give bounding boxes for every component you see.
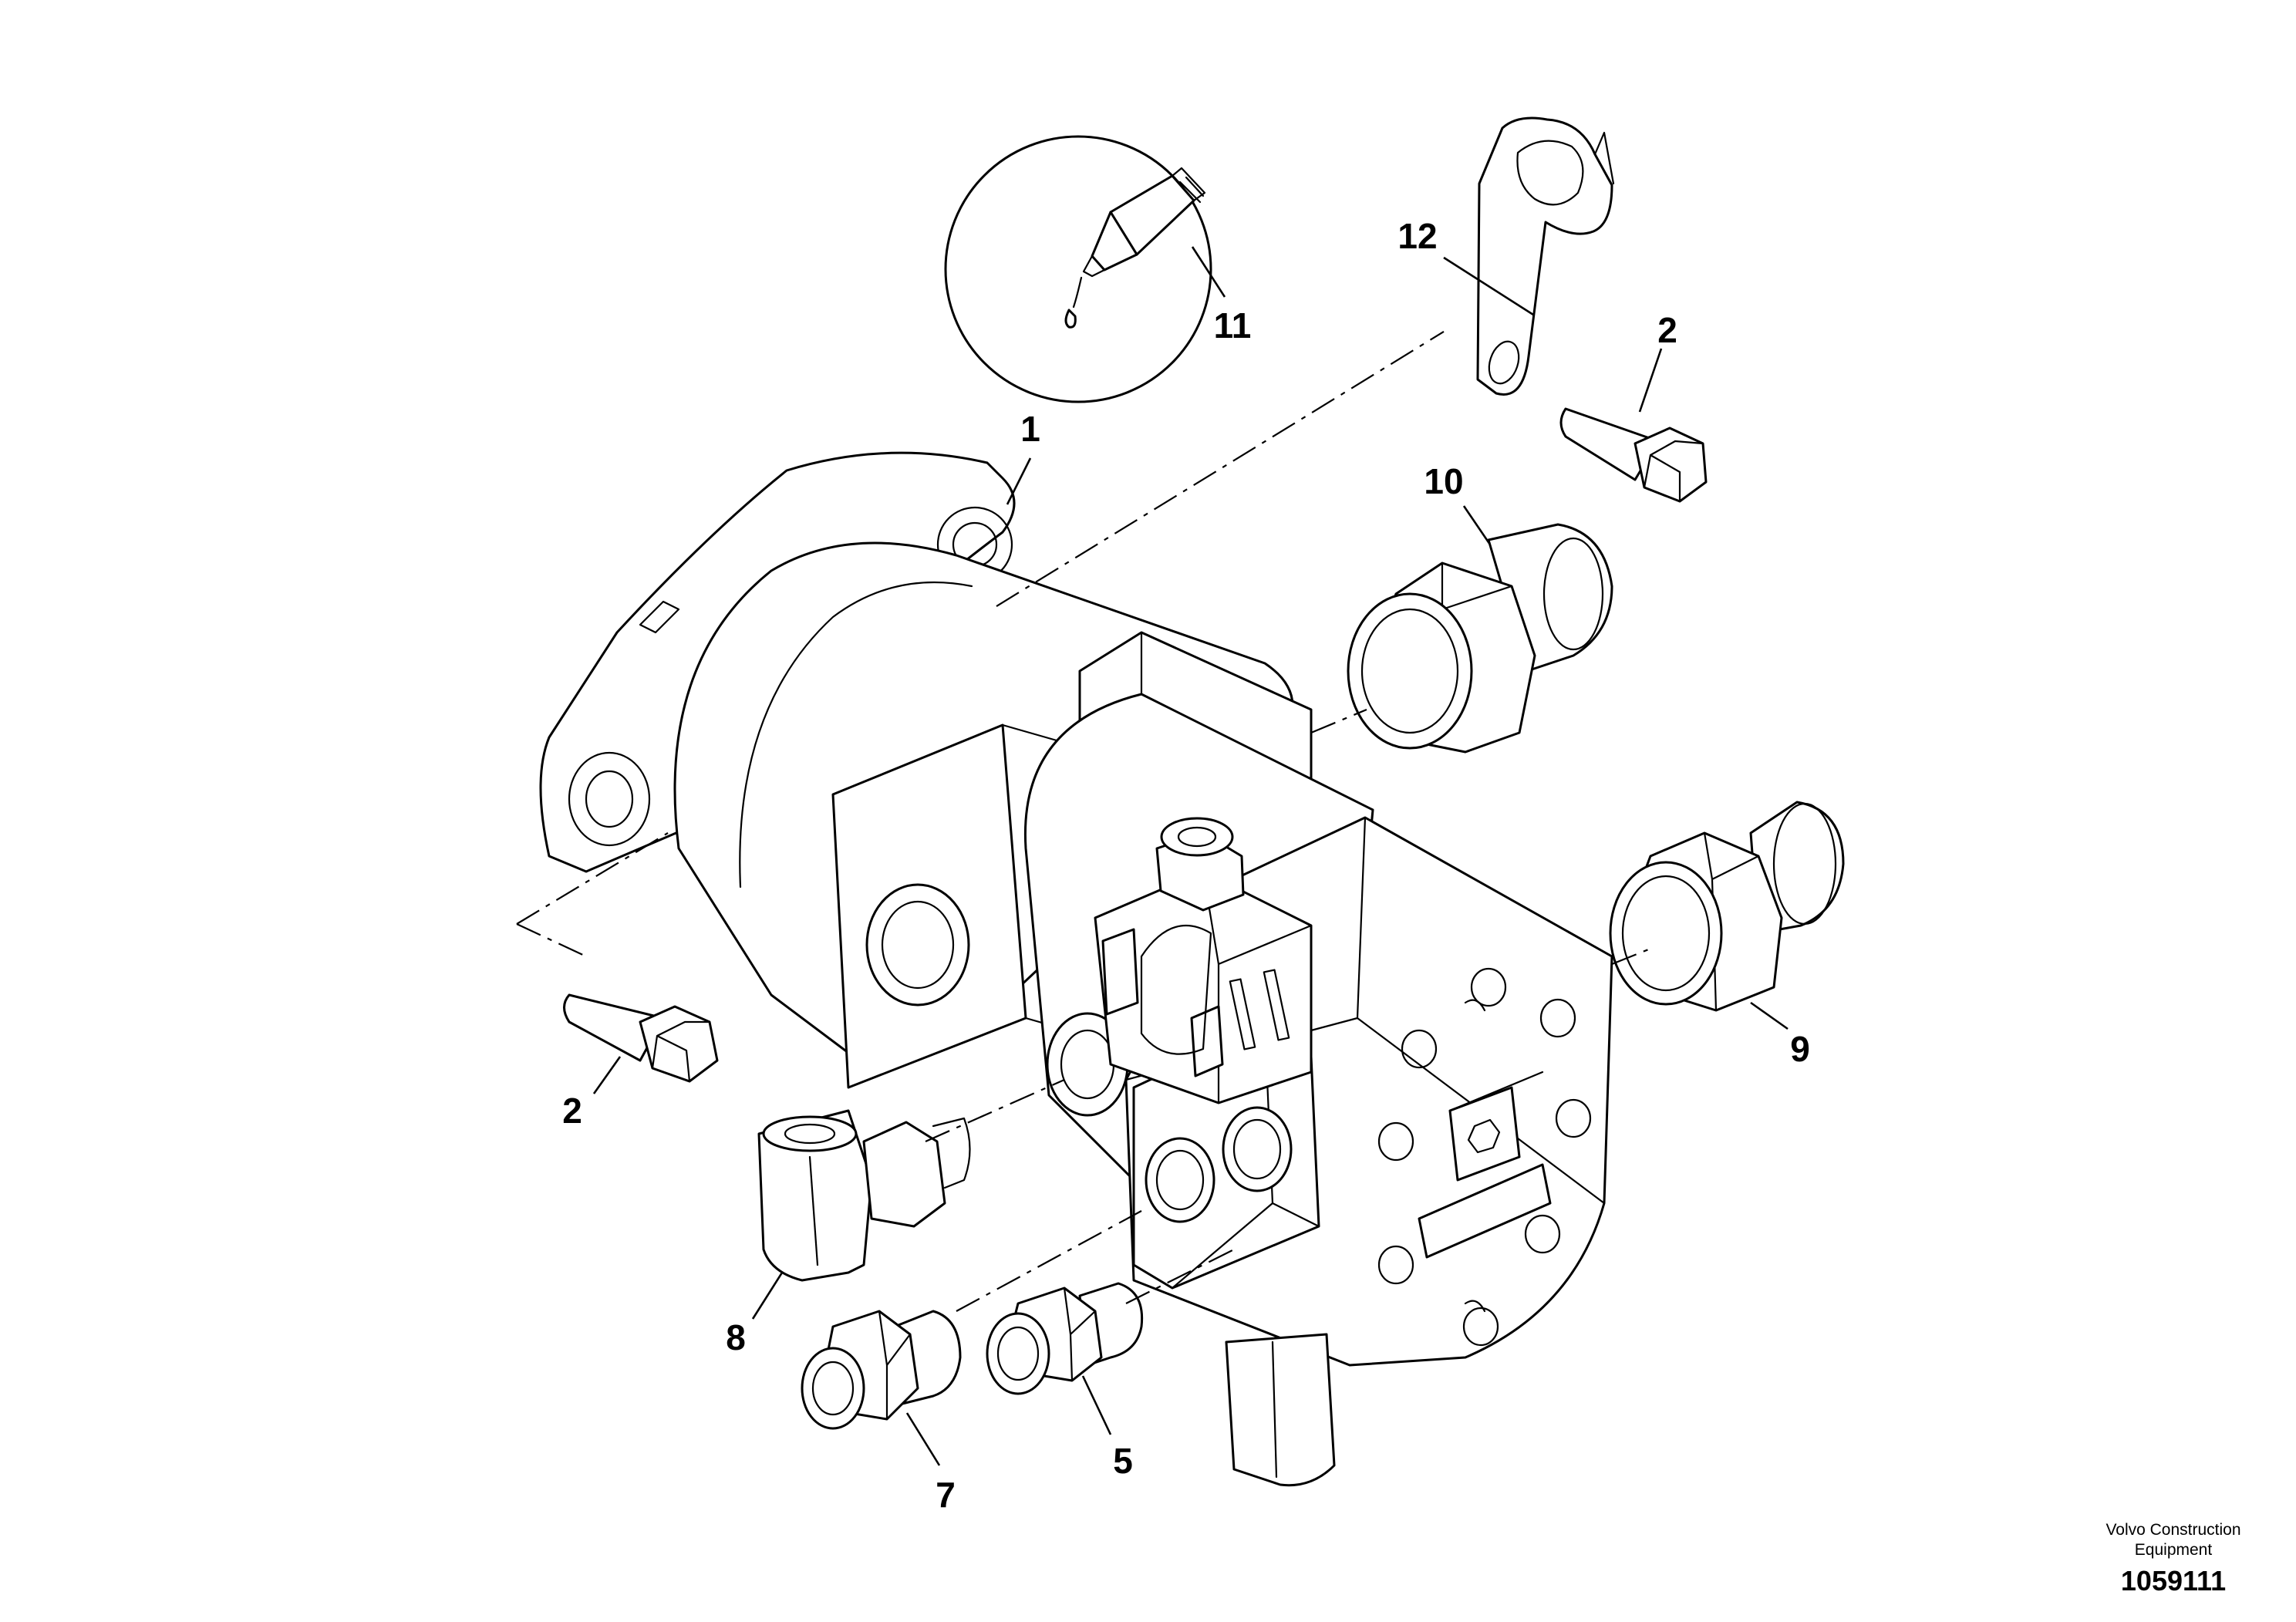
callout-7: 7: [936, 1475, 956, 1515]
credit-line-2: Equipment: [2135, 1541, 2213, 1559]
callout-12: 12: [1397, 216, 1437, 256]
straight-fitting-5: [986, 1282, 1144, 1395]
callout-1: 1: [1020, 409, 1040, 449]
bolt-bottom: [563, 993, 719, 1083]
pump-assembly: [539, 451, 1613, 1487]
credit-line-1: Volvo Construction: [2106, 1521, 2240, 1539]
bolt-top: [1559, 407, 1708, 503]
fitting-top-right: [1347, 523, 1613, 754]
callout-10: 10: [1424, 461, 1463, 501]
fitting-right: [1609, 801, 1845, 1012]
document-number: 1059111: [2121, 1565, 2226, 1597]
callout-5: 5: [1113, 1441, 1133, 1481]
callout-2-bottom: 2: [562, 1091, 582, 1131]
straight-fitting-7: [801, 1310, 962, 1430]
elbow-fitting: [757, 1109, 971, 1282]
callout-9: 9: [1790, 1029, 1810, 1069]
callout-11: 11: [1214, 305, 1252, 346]
callout-2-top: 2: [1657, 310, 1677, 350]
sealant-detail-inset: [944, 135, 1226, 403]
sealant-tube-icon: [1064, 167, 1206, 329]
assembly-center-lines: [516, 331, 1651, 1312]
callout-8: 8: [726, 1317, 746, 1357]
bracket-part: [1476, 116, 1615, 396]
